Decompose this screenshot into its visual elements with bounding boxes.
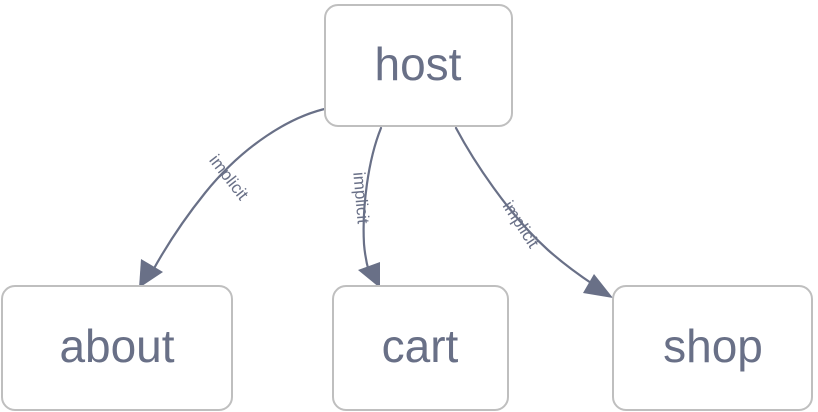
arrowhead-about — [139, 259, 163, 288]
edge-label-host-about: implicit — [205, 151, 252, 204]
node-about-box — [1, 285, 233, 411]
edge-host-cart[interactable]: implicit — [349, 126, 383, 288]
node-cart-label: cart — [382, 320, 459, 372]
node-host-box — [324, 4, 513, 127]
node-cart[interactable]: cart — [332, 285, 509, 411]
node-host-label: host — [375, 38, 462, 90]
edge-host-shop[interactable]: implicit — [454, 126, 613, 298]
node-group: host about cart shop — [1, 4, 813, 411]
node-host[interactable]: host — [324, 4, 513, 127]
node-shop[interactable]: shop — [612, 285, 813, 411]
edge-group: implicit implicit implicit — [139, 106, 613, 298]
edge-host-shop-path — [454, 126, 596, 287]
arrowhead-cart — [358, 262, 380, 288]
edge-label-host-cart: implicit — [349, 171, 372, 225]
node-about-label: about — [59, 320, 174, 372]
edge-host-cart-path — [362, 126, 383, 274]
node-shop-label: shop — [663, 320, 763, 372]
edge-host-about[interactable]: implicit — [139, 106, 331, 288]
node-about[interactable]: about — [1, 285, 233, 411]
edge-label-host-shop: implicit — [499, 197, 543, 251]
edge-host-about-path — [150, 106, 331, 274]
arrowhead-shop — [583, 274, 613, 298]
node-shop-box — [612, 285, 813, 411]
node-cart-box — [332, 285, 509, 411]
